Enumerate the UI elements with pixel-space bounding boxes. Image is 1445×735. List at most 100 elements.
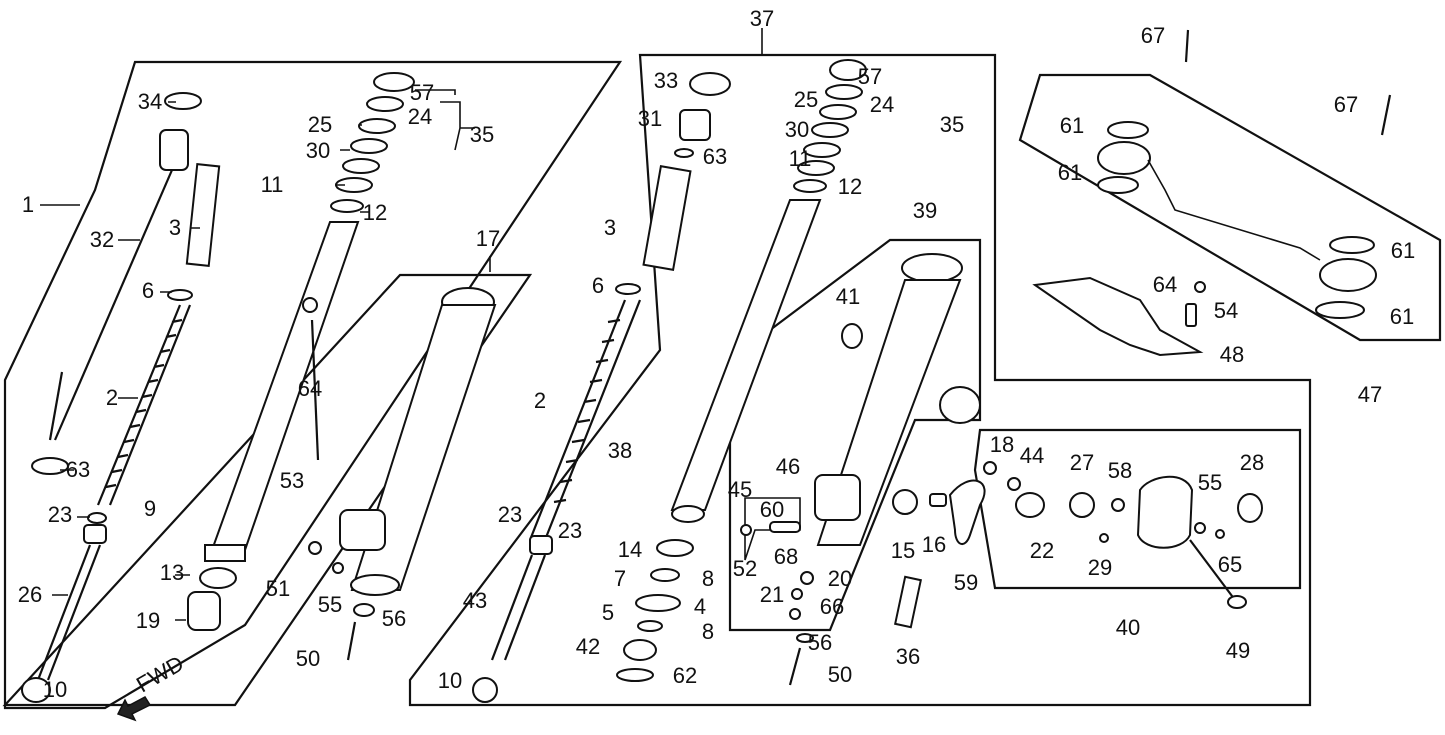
part-label-64: 64	[1153, 272, 1177, 297]
part-label-52: 52	[733, 556, 757, 581]
part-label-3: 3	[604, 215, 616, 240]
group-outline-17	[2, 273, 533, 707]
part-label-54: 54	[1214, 298, 1238, 323]
part-label-57: 57	[410, 80, 434, 105]
part-label-7: 7	[614, 566, 626, 591]
part-label-43: 43	[463, 588, 487, 613]
part-label-28: 28	[1240, 450, 1264, 475]
part-label-3: 3	[169, 215, 181, 240]
part-label-8: 8	[702, 566, 714, 591]
part-label-55: 55	[318, 592, 342, 617]
group-outline-1	[3, 60, 623, 710]
leader-lines	[40, 28, 763, 621]
part-label-6: 6	[142, 278, 154, 303]
part-label-25: 25	[308, 112, 332, 137]
part-label-21: 21	[760, 582, 784, 607]
part-label-32: 32	[90, 227, 114, 252]
part-label-14: 14	[618, 537, 642, 562]
part-label-50: 50	[828, 662, 852, 687]
part-label-61: 61	[1391, 238, 1415, 263]
part-label-59: 59	[954, 570, 978, 595]
part-label-24: 24	[408, 104, 432, 129]
part-label-58: 58	[1108, 458, 1132, 483]
part-label-31: 31	[638, 106, 662, 131]
part-label-26: 26	[18, 582, 42, 607]
part-label-16: 16	[922, 532, 946, 557]
part-label-29: 29	[1088, 555, 1112, 580]
part-label-55: 55	[1198, 470, 1222, 495]
part-label-60: 60	[760, 497, 784, 522]
part-label-36: 36	[896, 644, 920, 669]
part-drawings-group-47	[1032, 29, 1392, 357]
part-label-10: 10	[43, 677, 67, 702]
part-label-50: 50	[296, 646, 320, 671]
part-label-40: 40	[1116, 615, 1140, 640]
part-label-19: 19	[136, 608, 160, 633]
part-number-labels: 1236910131923263234631112242530355717505…	[18, 6, 1415, 702]
part-label-25: 25	[794, 87, 818, 112]
part-label-2: 2	[534, 388, 546, 413]
part-label-61: 61	[1060, 113, 1084, 138]
group-outline-37	[408, 53, 1312, 707]
part-label-13: 13	[160, 560, 184, 585]
part-label-34: 34	[138, 89, 162, 114]
part-label-17: 17	[476, 226, 500, 251]
part-label-62: 62	[673, 663, 697, 688]
group-outline-47	[1018, 73, 1442, 342]
part-label-10: 10	[438, 668, 462, 693]
part-label-53: 53	[280, 468, 304, 493]
part-label-47: 47	[1358, 382, 1382, 407]
part-drawings-slider-17	[302, 287, 497, 661]
part-label-23: 23	[48, 502, 72, 527]
part-label-35: 35	[940, 112, 964, 137]
part-drawings-left	[21, 92, 221, 703]
part-label-24: 24	[870, 92, 894, 117]
part-label-8: 8	[702, 619, 714, 644]
group-outline-40	[973, 428, 1302, 590]
part-label-63: 63	[703, 144, 727, 169]
part-label-5: 5	[602, 600, 614, 625]
part-label-27: 27	[1070, 450, 1094, 475]
part-label-23: 23	[558, 518, 582, 543]
part-label-2: 2	[106, 385, 118, 410]
part-label-44: 44	[1020, 443, 1044, 468]
part-label-68: 68	[774, 544, 798, 569]
part-label-11: 11	[789, 146, 812, 171]
part-label-23: 23	[498, 502, 522, 527]
part-label-61: 61	[1390, 304, 1414, 329]
part-drawings-group-37	[472, 59, 867, 703]
part-label-33: 33	[654, 68, 678, 93]
part-label-67: 67	[1334, 92, 1358, 117]
part-label-48: 48	[1220, 342, 1244, 367]
part-label-45: 45	[728, 477, 752, 502]
part-label-38: 38	[608, 438, 632, 463]
part-label-6: 6	[592, 273, 604, 298]
part-label-11: 11	[261, 172, 284, 197]
part-label-66: 66	[820, 594, 844, 619]
part-drawings-slider-39	[740, 253, 986, 686]
part-label-4: 4	[694, 594, 706, 619]
part-label-39: 39	[913, 198, 937, 223]
part-label-9: 9	[144, 496, 156, 521]
part-label-18: 18	[990, 432, 1014, 457]
part-label-30: 30	[785, 117, 809, 142]
part-label-12: 12	[838, 174, 862, 199]
part-label-35: 35	[470, 122, 494, 147]
part-label-61: 61	[1058, 160, 1082, 185]
fwd-arrow	[116, 696, 152, 722]
part-label-37: 37	[750, 6, 774, 31]
part-label-41: 41	[836, 284, 860, 309]
part-label-51: 51	[266, 576, 290, 601]
part-label-22: 22	[1030, 538, 1054, 563]
part-label-15: 15	[891, 538, 915, 563]
part-label-65: 65	[1218, 552, 1242, 577]
part-drawings-group-40	[983, 461, 1263, 609]
part-label-63: 63	[66, 457, 90, 482]
part-label-30: 30	[306, 138, 330, 163]
part-label-46: 46	[776, 454, 800, 479]
part-label-42: 42	[576, 634, 600, 659]
part-drawings-tube-9	[187, 72, 415, 631]
part-label-20: 20	[828, 566, 852, 591]
